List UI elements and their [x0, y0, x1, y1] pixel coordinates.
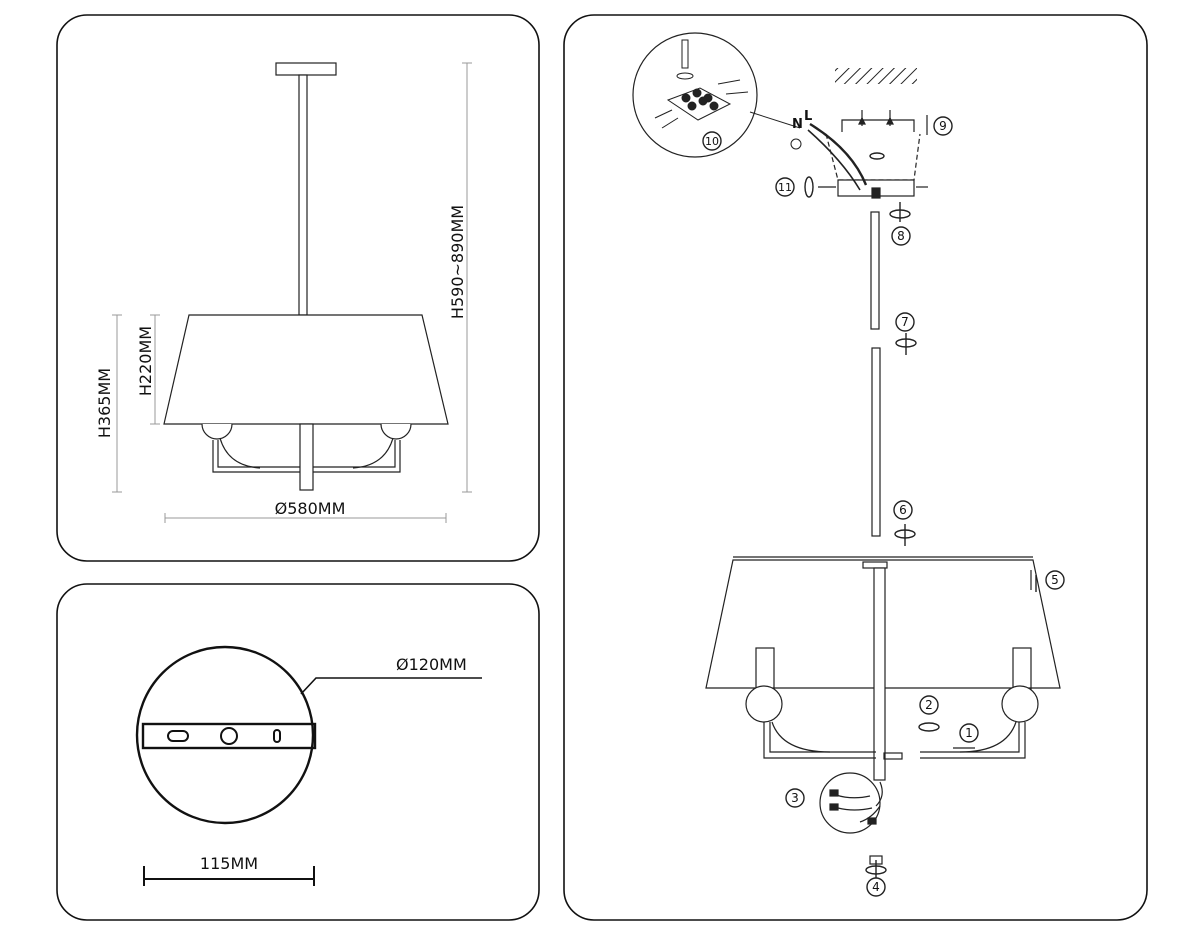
step-number-2: 2 [925, 698, 933, 712]
step-marker-5 [1045, 570, 1065, 590]
ground-symbol-icon [790, 138, 802, 150]
installation-shade-drawing [705, 556, 1061, 781]
canopy-diameter-label: Ø120MM [396, 655, 467, 674]
step-number-7: 7 [901, 315, 909, 329]
step-number-9: 9 [939, 119, 947, 133]
connector-detail-bubble [819, 772, 881, 834]
shade-diameter-label: Ø580MM [275, 499, 346, 518]
step-marker-11 [775, 177, 795, 197]
step-marker-8 [891, 226, 911, 246]
terminal-block-drawing [654, 39, 749, 129]
step-number-5: 5 [1051, 573, 1059, 587]
live-wire-label: L [804, 109, 812, 124]
step-number-4: 4 [872, 880, 880, 894]
bracket-width-label: 115MM [200, 854, 258, 873]
rotation-arrow-icons [804, 152, 1037, 880]
canopy-detail-panel [56, 583, 540, 921]
step-marker-9 [933, 116, 953, 136]
neutral-wire-label: N [792, 117, 803, 132]
upper-rod [870, 211, 880, 330]
canopy-leader-line [300, 677, 482, 695]
ceiling-bracket-drawing [807, 110, 928, 199]
step-marker-7 [895, 312, 915, 332]
step-marker-2 [919, 695, 939, 715]
step-number-6: 6 [899, 503, 907, 517]
canopy-plate-drawing [135, 645, 317, 825]
step-marker-3 [785, 788, 805, 808]
shade-height-label: H220MM [136, 326, 155, 396]
step-number-3: 3 [791, 791, 799, 805]
step-marker-4 [866, 877, 886, 897]
lower-rod [871, 347, 881, 537]
ceiling-hatch [835, 68, 917, 84]
total-height-label: H590~890MM [448, 205, 467, 319]
step-marker-10 [702, 131, 722, 151]
dimension-lines [112, 62, 472, 523]
step-markers [702, 116, 1065, 897]
wire-connectors-drawing [829, 781, 883, 865]
step-number-1: 1 [965, 726, 973, 740]
installation-panel [563, 14, 1148, 921]
bubble-leader [749, 111, 801, 129]
pendant-lamp-drawing [163, 62, 449, 491]
step-number-8: 8 [897, 229, 905, 243]
bracket-width-dimension [143, 866, 315, 886]
step-number-10: 10 [705, 135, 719, 148]
step-marker-1 [959, 723, 979, 743]
dimensions-panel [56, 14, 540, 562]
step-marker-6 [893, 500, 913, 520]
step-numbers: 1 2 3 4 5 6 7 8 9 10 11 [705, 119, 1059, 894]
step-number-11: 11 [778, 181, 792, 194]
body-height-label: H365MM [95, 368, 114, 438]
